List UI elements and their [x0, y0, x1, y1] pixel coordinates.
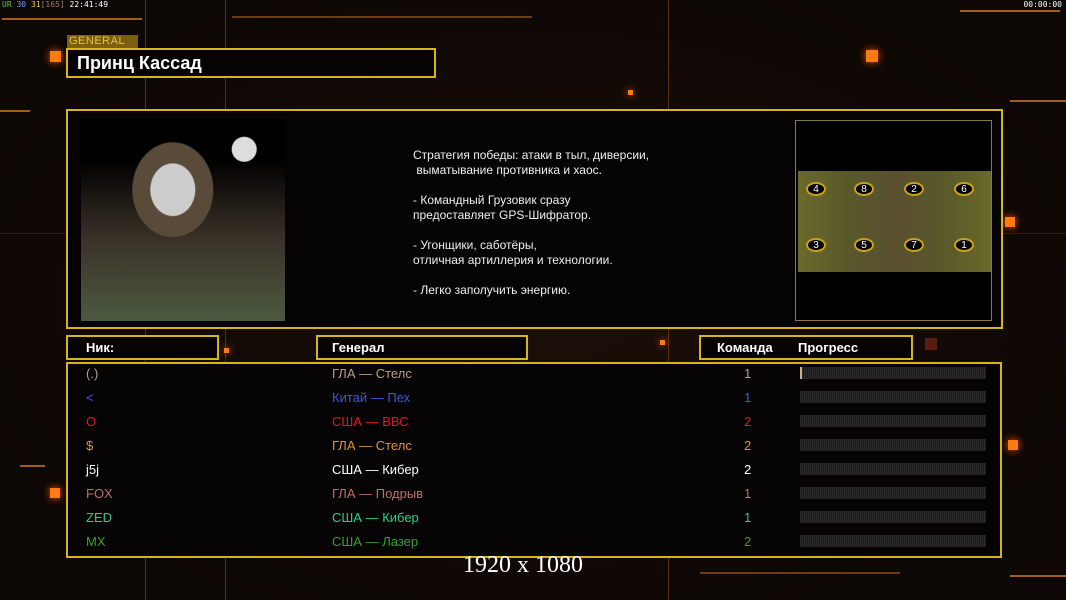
player-general: ГЛА — Подрыв — [332, 486, 424, 501]
hud-timer: 00:00:00 — [1023, 0, 1062, 9]
resolution-label: 1920 x 1080 — [463, 552, 583, 578]
header-nick: Ник: — [66, 335, 219, 360]
spawn-marker: 5 — [854, 238, 874, 252]
player-row[interactable]: FOX ГЛА — Подрыв 1 — [86, 482, 986, 506]
player-nick: (.) — [86, 366, 99, 381]
player-row[interactable]: < Китай — Пех 1 — [86, 386, 986, 410]
player-row[interactable]: (.) ГЛА — Стелс 1 — [86, 362, 986, 386]
player-nick: FOX — [86, 486, 113, 501]
hud-value-1: 30 — [16, 0, 27, 9]
general-tag: GENERAL — [67, 35, 138, 48]
spawn-marker: 4 — [806, 182, 826, 196]
player-row[interactable]: O США — ВВС 2 — [86, 410, 986, 434]
player-row[interactable]: $ ГЛА — Стелс 2 — [86, 434, 986, 458]
hud-stats: UR 30 31[165] 22:41:49 — [2, 0, 108, 9]
player-progress-bar — [800, 535, 986, 547]
general-description: Стратегия победы: атаки в тыл, диверсии,… — [413, 148, 649, 313]
description-paragraph: - Угонщики, саботёры, отличная артиллери… — [413, 238, 613, 267]
spawn-marker: 7 — [904, 238, 924, 252]
player-team: 2 — [744, 534, 752, 549]
player-general: США — Кибер — [332, 510, 419, 525]
player-general: США — Лазер — [332, 534, 419, 549]
player-progress-bar — [800, 439, 986, 451]
player-nick: < — [86, 390, 94, 405]
player-nick: O — [86, 414, 97, 429]
description-paragraph: - Командный Грузовик сразу предоставляет… — [413, 193, 592, 222]
header-team: Команда — [717, 340, 773, 355]
player-progress-bar — [800, 391, 986, 403]
header-general: Генерал — [316, 335, 528, 360]
player-row[interactable]: MX США — Лазер 2 — [86, 530, 986, 554]
progress-fill — [800, 367, 802, 379]
map-preview: 4 8 2 6 3 5 7 1 — [795, 120, 992, 321]
general-info-panel: 4 8 2 6 3 5 7 1 — [66, 109, 1003, 329]
player-team: 1 — [744, 390, 752, 405]
player-general: США — Кибер — [332, 462, 419, 477]
player-row[interactable]: j5j США — Кибер 2 — [86, 458, 986, 482]
header-progress: Прогресс — [798, 340, 859, 355]
player-nick: j5j — [86, 462, 100, 477]
spawn-marker: 8 — [854, 182, 874, 196]
player-team: 1 — [744, 366, 752, 381]
player-progress-bar — [800, 511, 986, 523]
player-nick: $ — [86, 438, 94, 453]
hud-clock: 22:41:49 — [69, 0, 109, 9]
player-general: ГЛА — Стелс — [332, 438, 412, 453]
hud-label: UR — [2, 0, 12, 9]
player-general: Китай — Пех — [332, 390, 411, 405]
player-progress-bar — [800, 415, 986, 427]
player-team: 1 — [744, 510, 752, 525]
player-row[interactable]: ZED США — Кибер 1 — [86, 506, 986, 530]
player-nick: MX — [86, 534, 106, 549]
spawn-marker: 1 — [954, 238, 974, 252]
player-team: 2 — [744, 414, 752, 429]
player-team: 2 — [744, 438, 752, 453]
player-progress-bar — [800, 367, 986, 379]
description-paragraph: - Легко заполучить энергию. — [413, 283, 571, 297]
spawn-marker: 6 — [954, 182, 974, 196]
hud-value-2: 31 — [30, 0, 41, 9]
spawn-marker: 3 — [806, 238, 826, 252]
general-portrait — [81, 119, 285, 321]
header-team-progress: Команда Прогресс — [699, 335, 913, 360]
player-general: ГЛА — Стелс — [332, 366, 412, 381]
player-nick: ZED — [86, 510, 112, 525]
player-team: 1 — [744, 486, 752, 501]
player-general: США — ВВС — [332, 414, 409, 429]
player-progress-bar — [800, 487, 986, 499]
spawn-marker: 2 — [904, 182, 924, 196]
player-progress-bar — [800, 463, 986, 475]
description-paragraph: Стратегия победы: атаки в тыл, диверсии,… — [413, 148, 650, 177]
general-name: Принц Кассад — [66, 48, 436, 78]
player-team: 2 — [744, 462, 752, 477]
hud-value-3: [165] — [40, 0, 65, 9]
